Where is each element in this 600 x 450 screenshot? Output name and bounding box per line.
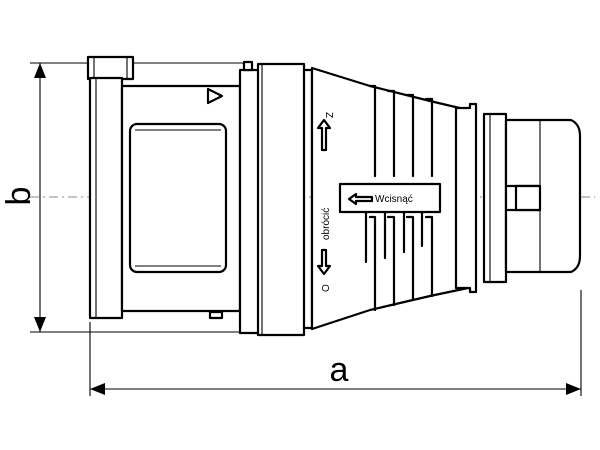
- dimension-b: b: [0, 62, 250, 333]
- rotate-letter-o: O: [321, 284, 332, 292]
- arrow-up-icon: [316, 118, 332, 152]
- locking-ring: [238, 60, 314, 337]
- cable-entry-rear: [454, 102, 582, 294]
- dimension-b-label: b: [0, 187, 38, 206]
- rotate-word: obrócić: [321, 208, 332, 240]
- socket-front-body: [86, 55, 242, 320]
- push-word: Wcisnąć: [375, 194, 413, 205]
- dimension-a-arrow-left: [90, 383, 105, 395]
- arrow-left-icon: [347, 192, 374, 206]
- arrow-marker-icon: [206, 87, 224, 105]
- dimension-b-arrow-bottom: [34, 317, 46, 332]
- cable-gland-cone: [310, 66, 470, 331]
- rotate-letter-z: Z: [323, 112, 334, 118]
- dimension-a-arrow-right: [566, 383, 581, 395]
- socket-window: [128, 122, 228, 274]
- dimension-a-label: a: [330, 351, 349, 389]
- dimension-a: a: [89, 290, 582, 396]
- dimension-b-arrow-top: [34, 63, 46, 78]
- arrow-down-icon: [316, 248, 332, 276]
